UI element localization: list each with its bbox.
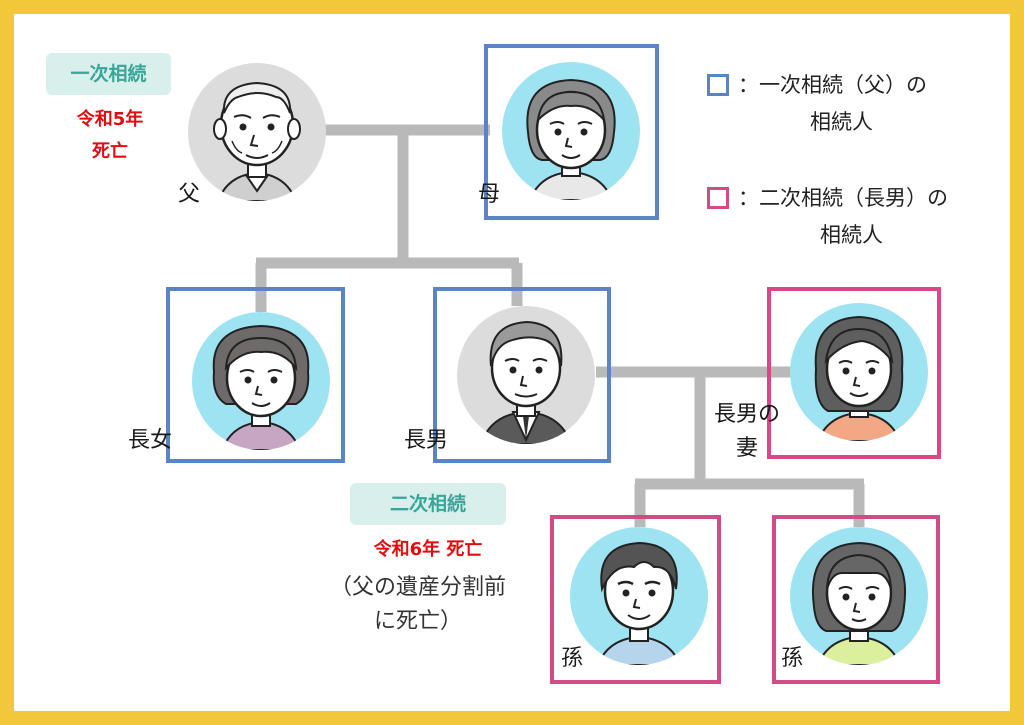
mother-box: [484, 44, 659, 220]
first-date: 令和5年: [76, 109, 144, 130]
grandson2-label: 孫: [781, 646, 804, 671]
grandson2-avatar: [790, 527, 928, 665]
son-box: [433, 287, 611, 463]
grandson1-label: 孫: [561, 646, 584, 671]
grandson1-avatar: [570, 527, 708, 665]
legend-pink-line2: 相続人: [820, 223, 883, 247]
grandson2-box: [772, 515, 940, 684]
son-label: 長男: [404, 428, 449, 453]
mother-avatar: [502, 62, 640, 200]
father-avatar: [188, 63, 326, 201]
daughter-avatar: [192, 312, 330, 450]
grandson1-box: [550, 515, 721, 684]
second-date-death: 令和6年 死亡: [373, 539, 483, 560]
wife-box: [767, 287, 941, 459]
daughter-box: [166, 287, 345, 463]
legend-pink-square: [707, 187, 729, 209]
first-death: 死亡: [92, 141, 128, 162]
wife-label: 長男の 妻: [714, 402, 781, 461]
second-inheritance-tag: 二次相続: [350, 483, 506, 525]
second-note-line1: （父の遺産分割前: [329, 575, 506, 600]
mother-label: 母: [478, 182, 501, 207]
father-label: 父: [178, 182, 201, 207]
legend-pink-line1: ：二次相続（長男）の: [738, 186, 948, 210]
daughter-label: 長女: [128, 428, 173, 453]
son-avatar: [457, 306, 595, 444]
second-note-line2: に死亡）: [373, 609, 462, 634]
legend-blue-square: [707, 74, 729, 96]
legend-blue-line2: 相続人: [810, 110, 873, 134]
wife-avatar: [790, 303, 928, 441]
legend-blue-line1: ：一次相続（父）の: [738, 73, 927, 97]
first-inheritance-tag: 一次相続: [46, 53, 171, 95]
